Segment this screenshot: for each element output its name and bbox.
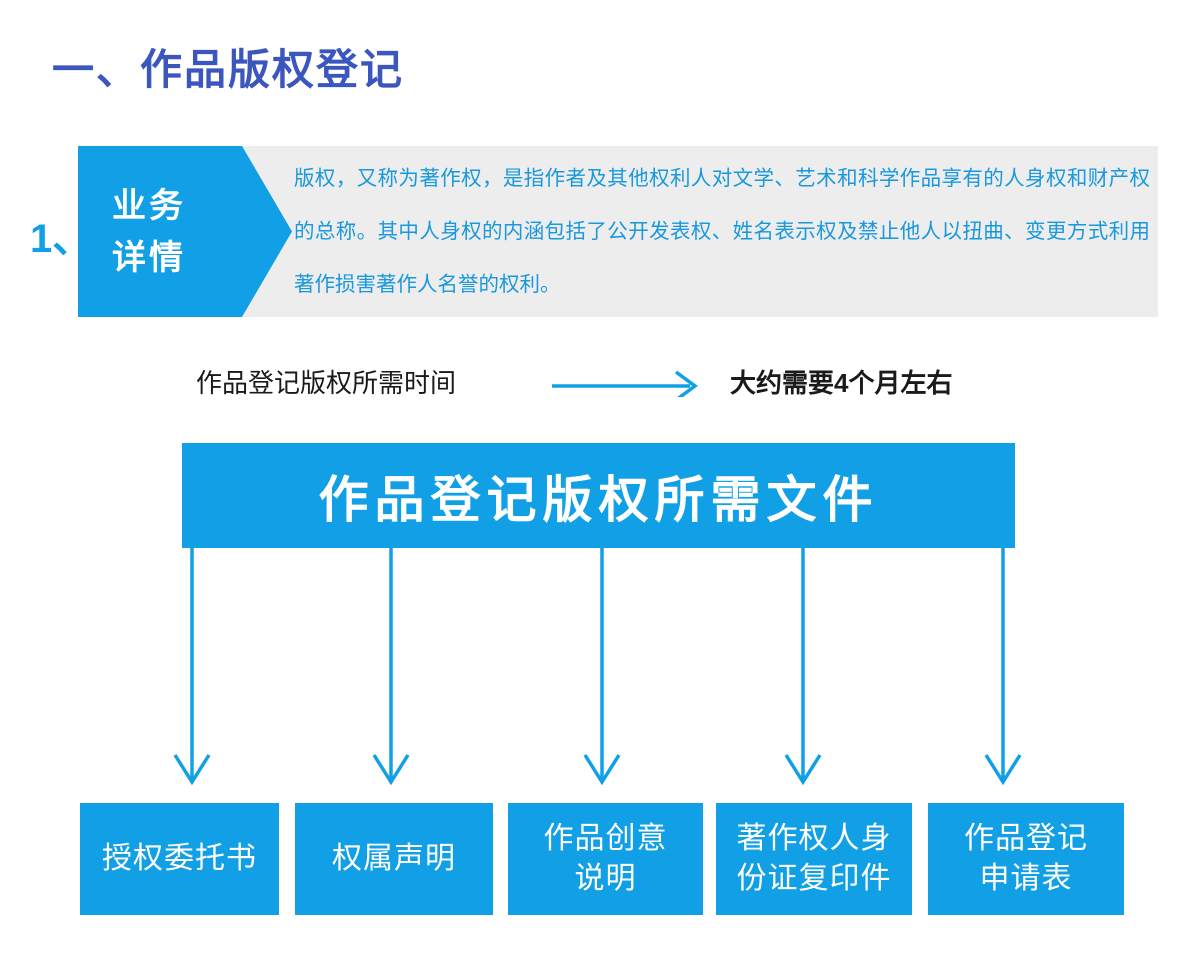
business-detail-tag-line-1: 业务 bbox=[112, 186, 186, 225]
right-arrow-icon bbox=[550, 367, 700, 402]
document-box-label: 作品创意 说明 bbox=[543, 822, 668, 895]
business-detail-strip: 业务 详情 版权，又称为著作权，是指作者及其他权利人对文学、艺术和科学作品享有的… bbox=[78, 146, 1158, 317]
document-box-label: 权属声明 bbox=[332, 842, 456, 875]
required-documents-banner: 作品登记版权所需文件 bbox=[182, 443, 1015, 548]
document-box[interactable]: 权属声明 bbox=[295, 803, 493, 915]
processing-time-label: 作品登记版权所需时间 bbox=[196, 368, 457, 398]
page-title: 一、作品版权登记 bbox=[52, 46, 405, 93]
document-box-label: 作品登记 申请表 bbox=[964, 822, 1088, 895]
required-documents-list: 授权委托书 权属声明 作品创意 说明 著作权人身 份证复印件 作品登记 申请表 bbox=[0, 803, 1200, 915]
document-box[interactable]: 作品创意 说明 bbox=[508, 803, 703, 915]
business-detail-tag: 业务 详情 bbox=[78, 146, 292, 317]
document-box-label: 著作权人身 份证复印件 bbox=[736, 822, 892, 895]
processing-time-row: 作品登记版权所需时间 大约需要4个月左右 bbox=[0, 363, 1200, 403]
business-detail-tag-line-2: 详情 bbox=[112, 238, 186, 277]
processing-time-value: 大约需要4个月左右 bbox=[730, 368, 953, 398]
required-documents-banner-title: 作品登记版权所需文件 bbox=[318, 471, 879, 528]
document-box[interactable]: 著作权人身 份证复印件 bbox=[716, 803, 912, 915]
document-box[interactable]: 授权委托书 bbox=[80, 803, 279, 915]
business-detail-body: 版权，又称为著作权，是指作者及其他权利人对文学、艺术和科学作品享有的人身权和财产… bbox=[286, 146, 1158, 317]
document-box[interactable]: 作品登记 申请表 bbox=[928, 803, 1124, 915]
business-detail-text: 版权，又称为著作权，是指作者及其他权利人对文学、艺术和科学作品享有的人身权和财产… bbox=[294, 167, 1150, 296]
document-box-label: 授权委托书 bbox=[102, 842, 257, 875]
